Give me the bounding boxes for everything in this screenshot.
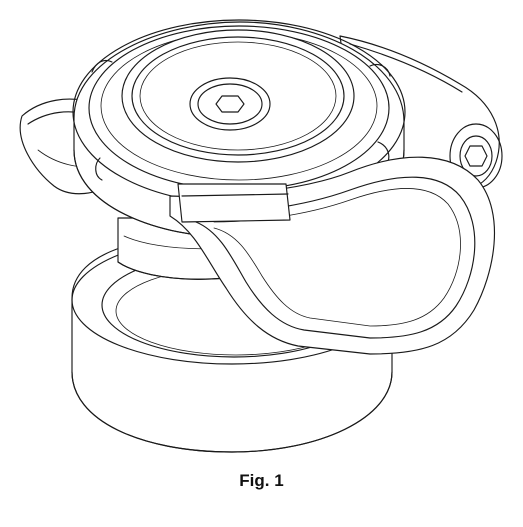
patent-line-drawing	[19, 19, 503, 453]
figure-caption: Fig. 1	[239, 471, 284, 490]
hex-socket-screw	[189, 77, 271, 131]
front-handle	[169, 156, 495, 355]
